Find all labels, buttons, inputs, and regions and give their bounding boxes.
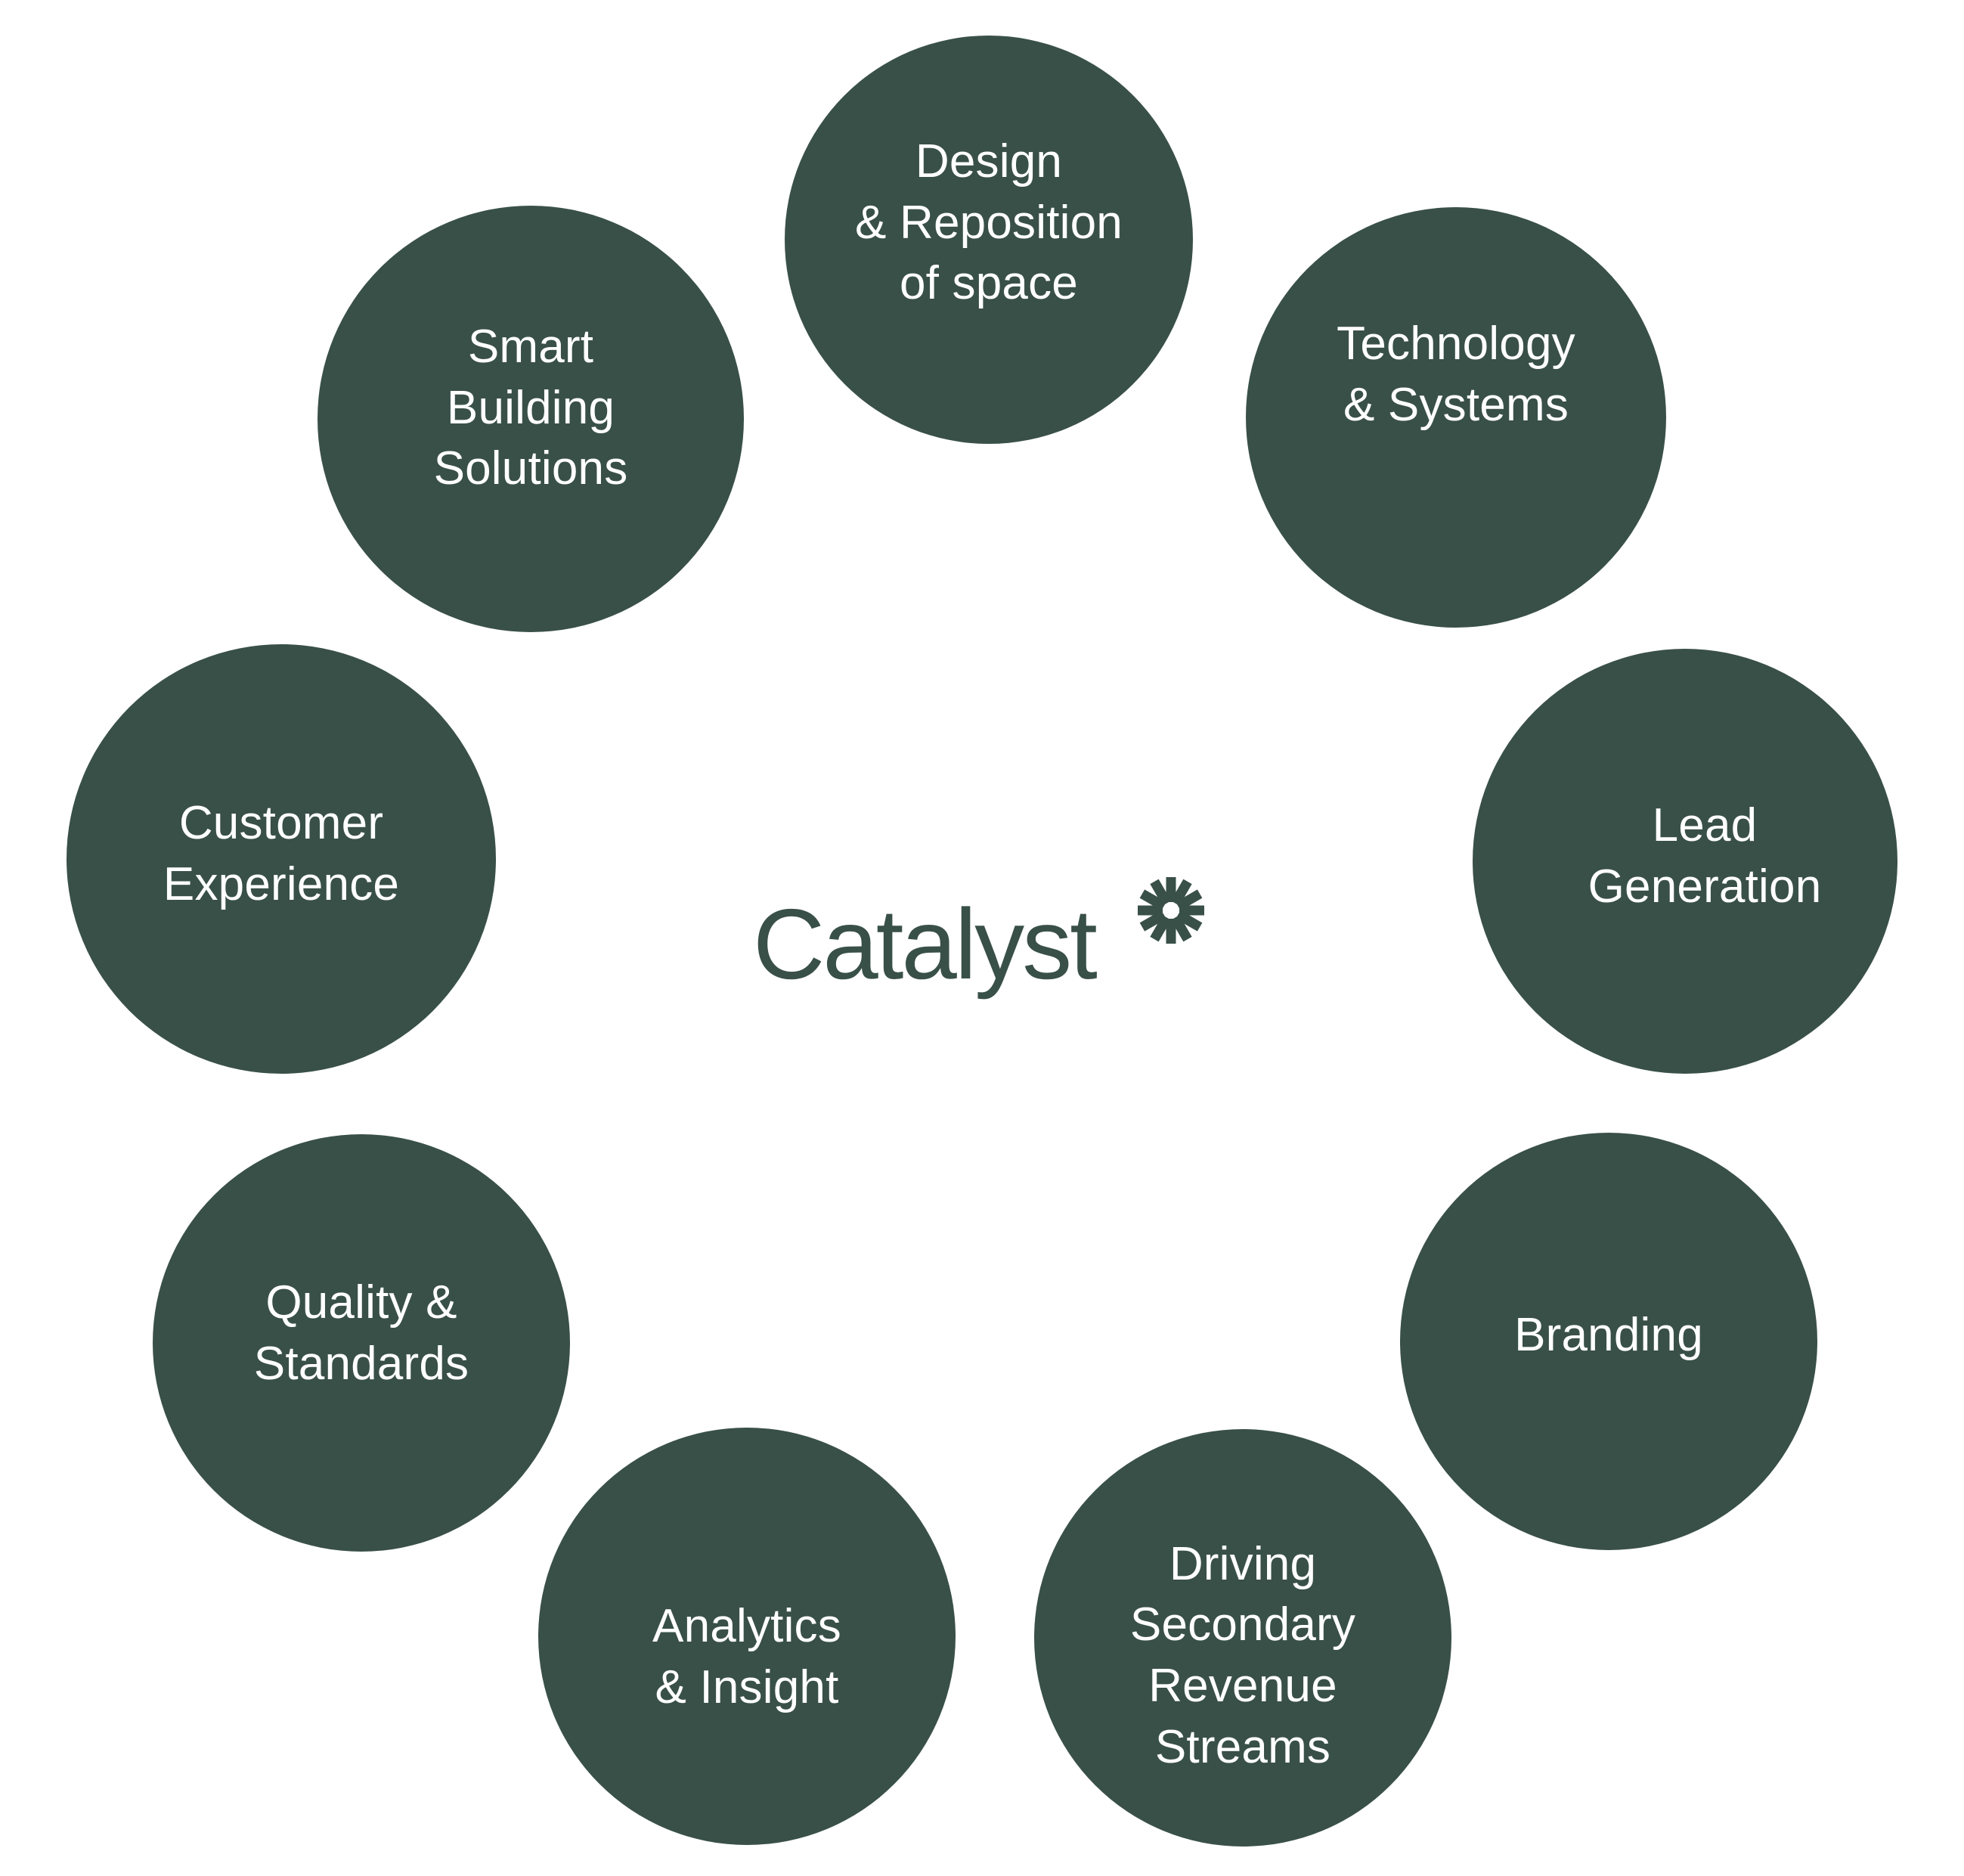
node-technology-and-systems[interactable]: Technology & Systems — [1246, 207, 1666, 628]
node-label: Analytics & Insight — [652, 1600, 841, 1713]
node-branding[interactable]: Branding — [1400, 1133, 1817, 1550]
node-design-reposition-of-space[interactable]: Design & Reposition of space — [785, 36, 1193, 444]
node-lead-generation[interactable]: Lead Generation — [1473, 649, 1897, 1074]
node-label: Branding — [1514, 1308, 1703, 1361]
node-driving-secondary-revenue-streams[interactable]: Driving Secondary Revenue Streams — [1034, 1429, 1451, 1847]
node-analytics-and-insight[interactable]: Analytics & Insight — [538, 1428, 956, 1845]
node-smart-building-solutions[interactable]: Smart Building Solutions — [318, 206, 744, 632]
node-label: Technology & Systems — [1337, 318, 1575, 431]
node-label: Design & Reposition of space — [855, 135, 1123, 310]
brand-wordmark: Catalyst — [753, 888, 1097, 1000]
brand-lockup: Catalyst — [753, 876, 1237, 1027]
node-quality-and-standards[interactable]: Quality & Standards — [153, 1134, 570, 1552]
node-label: Customer Experience — [163, 797, 400, 910]
node-label: Smart Building Solutions — [433, 321, 628, 495]
asterisk-starburst-icon — [1138, 877, 1204, 944]
node-label: Quality & Standards — [253, 1276, 469, 1390]
node-label: Lead Generation — [1588, 799, 1822, 913]
catalyst-logo: Catalyst — [753, 877, 1204, 1000]
node-customer-experience[interactable]: Customer Experience — [67, 644, 496, 1074]
node-label: Driving Secondary Revenue Streams — [1129, 1537, 1356, 1773]
